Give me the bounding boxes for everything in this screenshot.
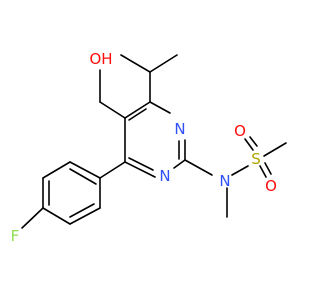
bond-c4-c5-inner xyxy=(128,108,147,121)
bond-isopropyl-ch-me1 xyxy=(120,54,151,73)
molecule-structure: OH N N N S O O F xyxy=(11,50,287,245)
bond-ph-1-inner xyxy=(69,168,97,185)
atom-fluorine-label: F xyxy=(11,227,20,245)
bond-ph-5-inner xyxy=(69,203,95,218)
bond-n-s xyxy=(231,165,249,176)
bond-c-f xyxy=(21,207,44,229)
atom-n-ring-top-label: N xyxy=(174,120,185,138)
bond-n1-c6-inner xyxy=(128,157,154,171)
bond-c6-phenyl xyxy=(99,161,126,179)
atom-o-upper-label: O xyxy=(234,122,246,140)
atom-n-sulfonamide-label: N xyxy=(219,172,230,190)
bond-isopropyl-ch-me2 xyxy=(149,54,178,73)
bond-s-o-upper-b xyxy=(249,136,258,147)
bond-ph-1 xyxy=(69,161,101,179)
bond-ph-4 xyxy=(42,207,71,225)
atom-n-ring-bottom-label: N xyxy=(159,167,170,185)
atom-sulfur-label: S xyxy=(251,150,261,168)
structure-canvas: OH N N N S O O F xyxy=(11,50,287,245)
bonds xyxy=(21,54,287,229)
bond-c5-ch2 xyxy=(99,101,126,119)
bond-c4-n3 xyxy=(149,101,171,114)
bond-c2-n xyxy=(184,159,213,176)
atom-hydroxyl-label: OH xyxy=(89,50,112,68)
bond-ph-2 xyxy=(42,161,71,179)
bond-s-o-lower-a xyxy=(259,165,267,178)
bond-c2-n1 xyxy=(173,159,186,169)
bond-c4-c5 xyxy=(124,101,151,119)
bond-n1-c6 xyxy=(124,161,156,178)
bond-ph-5 xyxy=(69,207,101,225)
atom-labels: OH N N N S O O F xyxy=(11,50,277,245)
bond-s-o-lower-b xyxy=(264,162,272,175)
atom-o-lower-label: O xyxy=(265,177,277,195)
bond-s-o-upper-a xyxy=(244,138,254,151)
bond-s-methyl xyxy=(263,142,287,157)
